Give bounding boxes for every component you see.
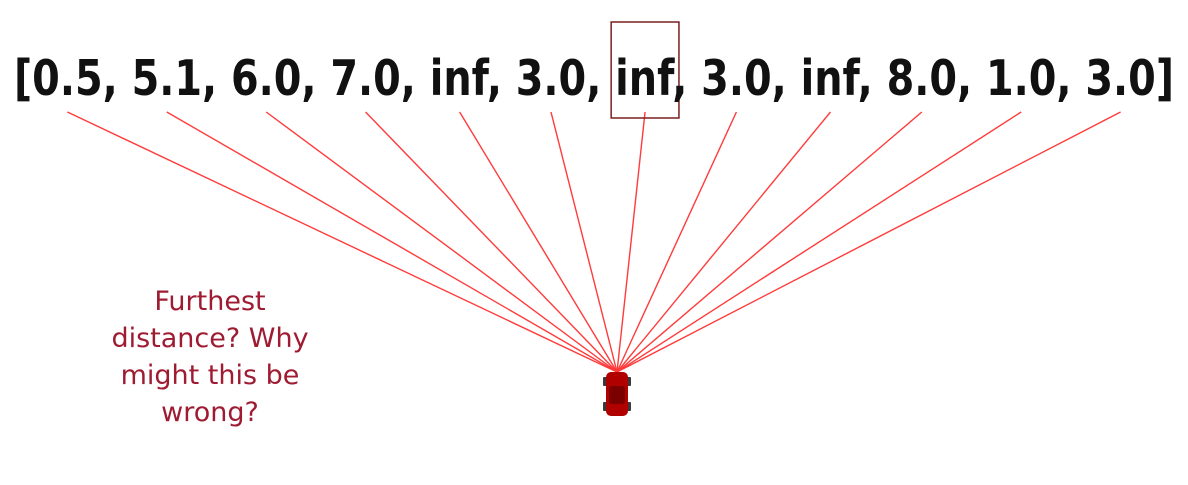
- scan-value: 3.0: [516, 50, 586, 107]
- separator: ,: [401, 50, 430, 107]
- separator: ,: [487, 50, 516, 107]
- separator: ,: [586, 50, 615, 107]
- scan-value: 6.0: [231, 50, 301, 107]
- lidar-ray: [265, 111, 618, 373]
- separator: ,: [672, 50, 701, 107]
- lidar-ray: [67, 111, 618, 373]
- lidar-rays: [67, 111, 1121, 373]
- lidar-ray: [616, 111, 1121, 373]
- car-roof: [609, 386, 625, 404]
- separator: ,: [858, 50, 887, 107]
- separator: ,: [301, 50, 330, 107]
- scan-value: inf: [430, 50, 490, 107]
- question-text: Furthest distance? Why might this be wro…: [111, 286, 309, 428]
- lidar-ray: [616, 111, 832, 373]
- open-bracket: [: [14, 50, 32, 107]
- lidar-ray: [616, 111, 1022, 373]
- scan-array: [0.5, 5.1, 6.0, 7.0, inf, 3.0, inf, 3.0,…: [14, 50, 1174, 107]
- scan-value: inf: [615, 50, 675, 107]
- lidar-ray: [616, 111, 738, 373]
- separator: ,: [1056, 50, 1085, 107]
- lidar-ray: [616, 111, 923, 373]
- scan-value: 0.5: [32, 50, 102, 107]
- scan-value: 3.0: [701, 50, 771, 107]
- separator: ,: [772, 50, 801, 107]
- separator: ,: [957, 50, 986, 107]
- close-bracket: ]: [1156, 50, 1174, 107]
- scan-value: 3.0: [1085, 50, 1155, 107]
- separator: ,: [202, 50, 231, 107]
- scan-value: 7.0: [330, 50, 400, 107]
- scan-value: 8.0: [887, 50, 957, 107]
- separator: ,: [103, 50, 132, 107]
- scan-value: inf: [801, 50, 861, 107]
- car-icon: [603, 372, 631, 416]
- scan-value: 1.0: [986, 50, 1056, 107]
- lidar-ray: [166, 111, 618, 373]
- lidar-ray: [616, 111, 646, 373]
- highlight-box: [610, 21, 680, 119]
- lidar-ray: [365, 111, 618, 373]
- lidar-ray: [550, 111, 618, 373]
- lidar-ray: [459, 111, 618, 373]
- scan-value: 5.1: [132, 50, 202, 107]
